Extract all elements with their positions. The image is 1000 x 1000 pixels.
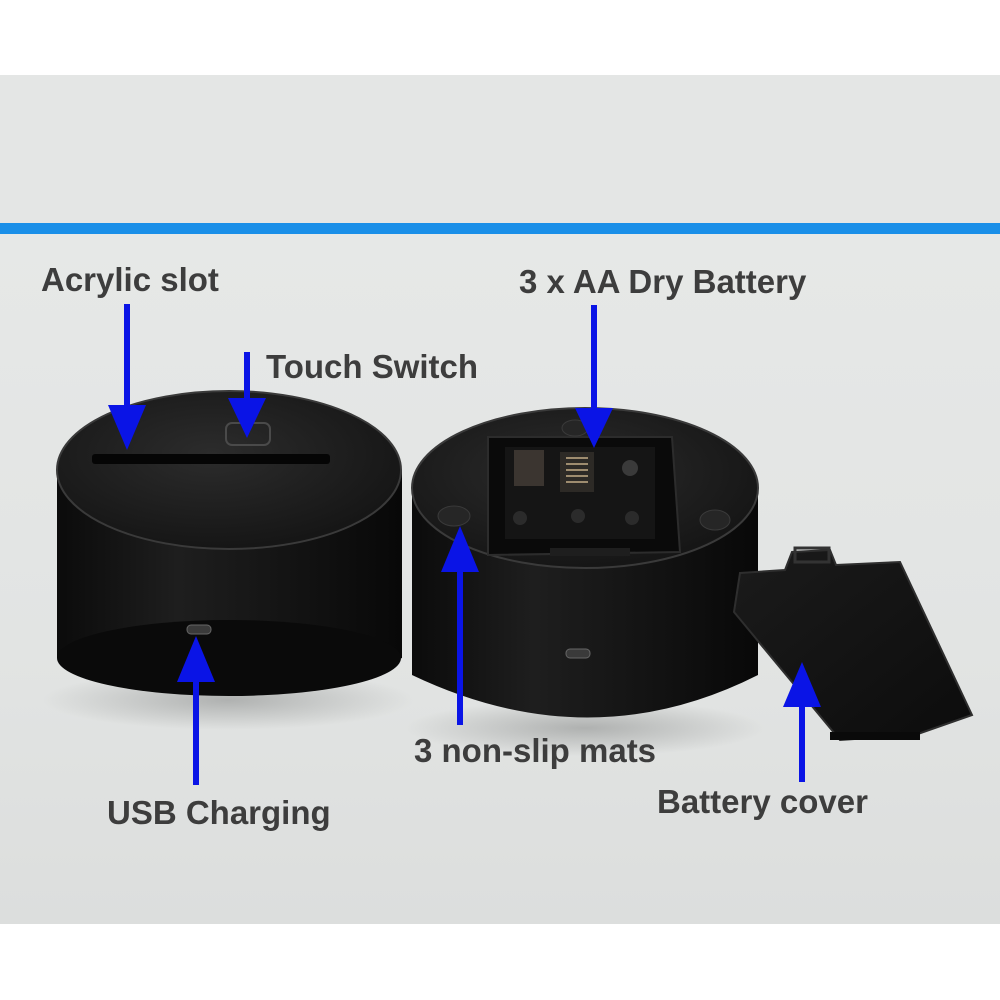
right-lamp-base (411, 407, 759, 718)
arrow-battery-head (575, 408, 613, 448)
left-lamp-base (56, 390, 402, 696)
right-usb-port (565, 648, 591, 659)
non-slip-mat (699, 509, 731, 531)
battery-cover-label: Battery cover (657, 783, 868, 820)
left-usb-port (186, 624, 212, 635)
touch-switch-label: Touch Switch (266, 348, 479, 385)
right-base-shadow (405, 700, 765, 756)
left-base-top (57, 391, 401, 549)
top-backdrop (0, 75, 1000, 223)
usb-charging-label: USB Charging (107, 794, 331, 831)
annotation-arrows (108, 304, 821, 785)
arrow-usb-charging-head (177, 636, 215, 682)
arrow-acrylic-slot-head (108, 405, 146, 450)
arrow-touch-switch-head (228, 398, 266, 438)
accent-divider (0, 223, 1000, 234)
battery-cover (732, 546, 974, 742)
battery-spring (566, 457, 588, 483)
battery-label: 3 x AA Dry Battery (519, 263, 807, 300)
non-slip-mat (437, 505, 471, 527)
arrow-non-slip-mats-head (441, 526, 479, 572)
non-slip-mats-label: 3 non-slip mats (414, 732, 657, 769)
acrylic-slot (92, 454, 330, 464)
acrylic-slot-label: Acrylic slot (41, 261, 219, 298)
arrow-battery-cover-head (783, 662, 821, 707)
battery-contact (514, 450, 544, 486)
